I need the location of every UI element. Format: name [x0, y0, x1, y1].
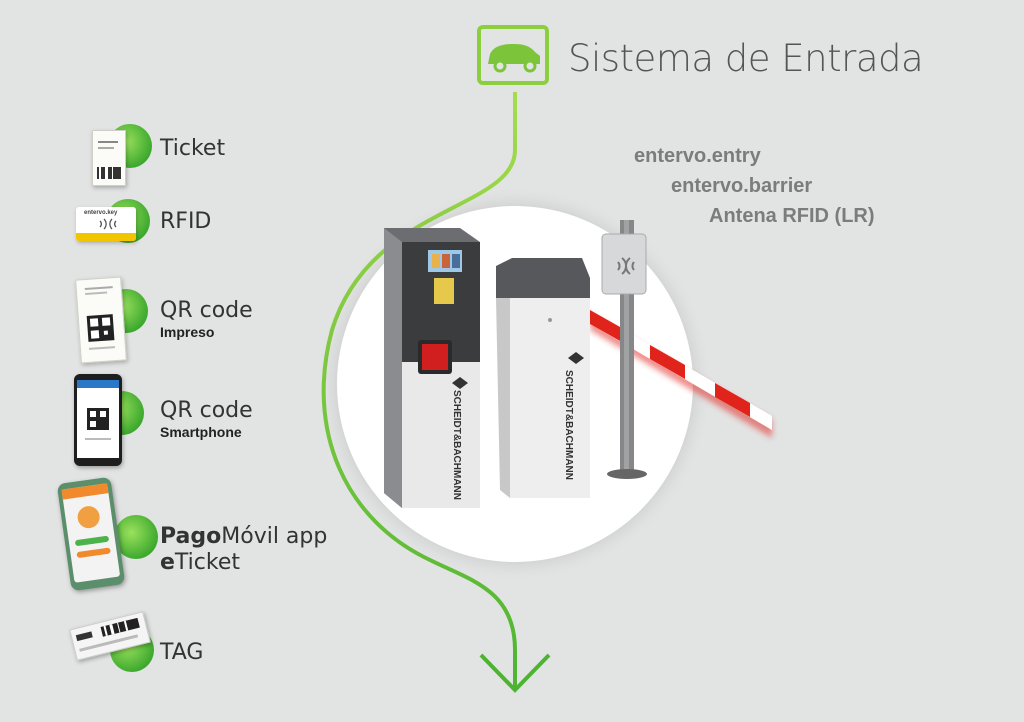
barrier-brand-text: SCHEIDT&BACHMANN [563, 370, 574, 480]
eticket-rest: Ticket [174, 550, 241, 575]
car-icon [476, 24, 550, 86]
media-tag-label: TAG [160, 640, 204, 665]
pagomovil-rest: Móvil app [221, 524, 328, 549]
media-qr-smartphone-label: QR code Smartphone [160, 398, 253, 440]
page-title: Sistema de Entrada [568, 37, 924, 80]
barrier-cabinet [496, 258, 592, 498]
barrier-arm [590, 300, 780, 460]
media-ticket-label: Ticket [160, 136, 226, 161]
entry-brand-text: SCHEIDT&BACHMANN [451, 390, 462, 500]
eticket-bold: e [160, 550, 175, 575]
product-antenna-label: Antena RFID (LR) [709, 205, 875, 227]
green-dot [114, 515, 158, 559]
qr-printed-sub: Impreso [160, 324, 215, 340]
tag-icon [69, 611, 151, 661]
product-entry-label: entervo.entry [634, 145, 761, 167]
pagomovil-bold: Pago [160, 524, 222, 549]
paper-ticket-icon [92, 130, 126, 186]
qr-printed-title: QR code [160, 298, 253, 323]
qr-smartphone-sub: Smartphone [160, 424, 242, 440]
printed-qr-icon [75, 276, 127, 364]
product-barrier-label: entervo.barrier [671, 175, 813, 197]
media-rfid-label: RFID [160, 209, 212, 234]
rfid-card-icon: entervo.key [76, 207, 136, 241]
media-pagomovil-label: PagoMóvil app eTicket [160, 524, 327, 576]
card-logo-text: entervo.key [84, 210, 118, 216]
qr-smartphone-title: QR code [160, 398, 253, 423]
entry-terminal [380, 228, 485, 508]
rfid-antenna [596, 218, 656, 488]
media-qr-printed-label: QR code Impreso [160, 298, 253, 340]
smartphone-qr-icon [74, 374, 122, 466]
